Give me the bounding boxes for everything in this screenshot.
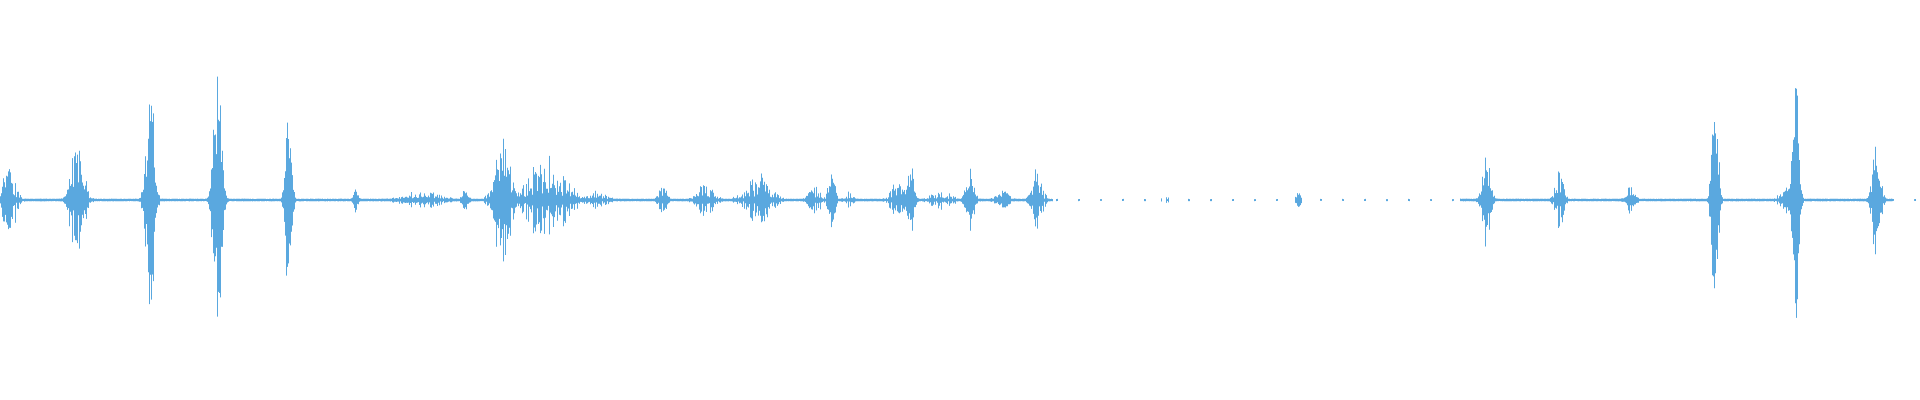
waveform-samples [0, 76, 1916, 318]
